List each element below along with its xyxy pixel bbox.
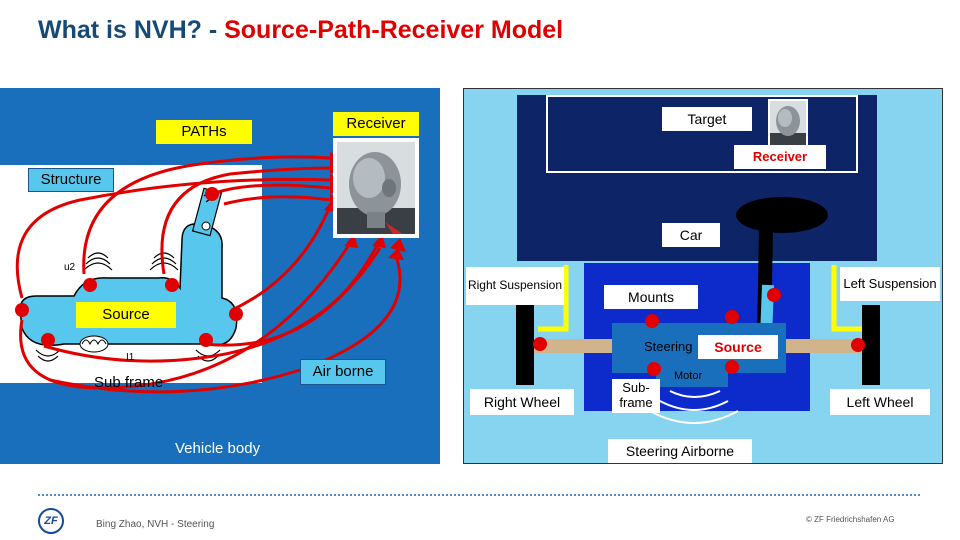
page-title: What is NVH? - Source-Path-Receiver Mode… (38, 16, 563, 45)
right-suspension-bracket (538, 265, 569, 332)
paths-label: PATHs (156, 120, 252, 144)
steering-airborne-label: Steering Airborne (608, 439, 752, 463)
structure-label: Structure (28, 168, 114, 192)
receiver-label: Receiver (333, 112, 419, 136)
u2-label: u2 (64, 262, 76, 273)
upright-pivot (201, 221, 211, 231)
left-tie-rod (784, 339, 864, 353)
transfer-paths (15, 155, 402, 394)
right-wheel (516, 305, 534, 385)
airborne-arcs (649, 390, 739, 424)
motor-housing (656, 365, 728, 387)
source-label: Source (76, 302, 176, 328)
right-diagram-panel: Steering Motor Target Receiver Car Right… (463, 88, 943, 464)
footer-divider (38, 494, 920, 496)
left-suspension-label: Left Suspension (840, 267, 940, 301)
right-vibration-points (533, 288, 865, 376)
vibration-points (15, 187, 243, 347)
left-wheel-label: Left Wheel (830, 389, 930, 415)
target-frame (546, 95, 858, 173)
title-prefix: What is NVH? - (38, 16, 225, 44)
source-right-label: Source (698, 335, 778, 359)
motor-label: Motor (674, 370, 702, 382)
zf-logo-text: ZF (44, 515, 58, 527)
footer-copyright: © ZF Friedrichshafen AG (806, 515, 895, 524)
left-suspension-bracket (831, 265, 862, 332)
left-diagram-panel: u2 I1 PATHs Receiver Structure Source Su… (0, 88, 440, 464)
right-wheel-label: Right Wheel (470, 389, 574, 415)
car-label: Car (662, 223, 720, 247)
airborne-label: Air borne (300, 359, 386, 385)
title-highlight: Source-Path-Receiver Model (224, 16, 564, 44)
target-dummy-image (768, 99, 808, 147)
right-suspension-label: Right Suspension (466, 267, 564, 305)
footer-author: Bing Zhao, NVH - Steering (96, 519, 215, 530)
mounts-label: Mounts (604, 285, 698, 309)
i1-label: I1 (126, 352, 135, 363)
vehicle-body-label: Vehicle body (175, 440, 261, 457)
receiver-dummy-image (333, 138, 419, 238)
spring-mounts (35, 189, 221, 362)
receiver-target-label: Receiver (734, 145, 826, 169)
left-wheel (862, 305, 880, 385)
target-label: Target (662, 107, 752, 131)
motor-coil (79, 335, 109, 353)
subframe-label: Sub frame (94, 374, 164, 391)
zf-logo: ZF (38, 508, 64, 534)
left-diagram-svg: u2 I1 (15, 152, 406, 394)
right-tie-rod (534, 339, 614, 353)
steering-label: Steering (644, 339, 692, 354)
subframe-right-label: Sub-frame (612, 379, 660, 413)
steering-wheel (736, 197, 828, 233)
